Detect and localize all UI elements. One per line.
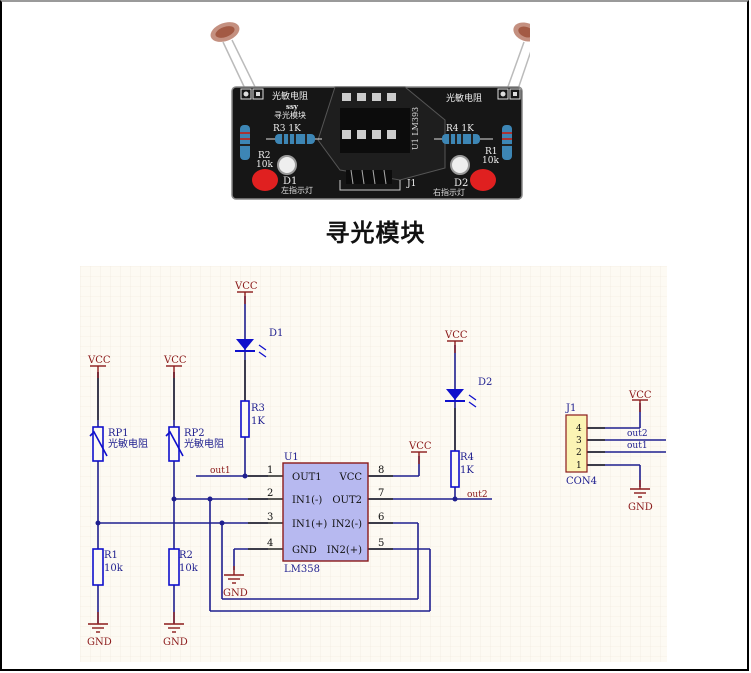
pin-name-vcc: VCC [338,472,362,483]
j1-net-out2: out2 [627,429,648,439]
pin-name-in1-neg: IN1(-) [292,495,322,506]
resistor-r1 [502,125,512,160]
led-d2-symbol [445,389,477,408]
pin-num-8: 8 [378,465,384,476]
u1-ref: U1 [284,452,299,463]
d1-ref: D1 [269,328,283,339]
rp2-ref: RP2 [184,428,205,439]
j1-pin-3: 3 [576,436,582,446]
r1-value: 10k [104,563,124,574]
pin-num-5: 5 [378,538,384,549]
pin-num-6: 6 [378,512,384,523]
module-photo: U1 LM393 光敏电阻 光敏电阻 ssy 寻光模块 R3 1K R4 1K … [210,22,530,200]
pin-name-in1-pos: IN1(+) [292,519,327,530]
ic-u1-body [282,462,369,562]
vcc-label-d2: VCC [444,330,468,341]
gnd-label-r2: GND [163,637,188,648]
ic-pin-stubs [97,360,605,550]
j1-net-out1: out1 [627,441,648,451]
rp2-value: 光敏电阻 [184,437,224,450]
r2-val: 10k [256,160,273,170]
pin-name-out2: OUT2 [332,495,362,506]
r4-ref: R4 [460,452,474,463]
connector-j1-body [565,414,588,473]
photoresistor-rp2 [165,426,184,462]
ldr-right [504,22,530,96]
vcc-label-d1: VCC [234,281,258,292]
gnd-label-r1: GND [87,637,112,648]
r2-ref: R2 [179,550,193,561]
led-d1-symbol [235,339,267,358]
ldr-left [210,22,260,96]
pin-num-1: 1 [267,465,273,476]
module-title: 寻光模块 [325,219,426,247]
j1-ref: J1 [565,403,576,414]
ldr-label-left: 光敏电阻 [272,90,308,102]
resistor-r2 [240,125,250,160]
r3-value: 1K [251,416,265,427]
r4-label: R4 1K [446,124,474,134]
r1-val: 10k [482,156,499,166]
j1-pin-2: 2 [576,448,582,458]
junctions [95,473,458,526]
gnd-label-j1: GND [628,502,653,513]
vcc-label-j1: VCC [628,390,652,401]
pin-num-2: 2 [267,488,273,499]
r1-ref: R1 [104,550,118,561]
gnd-symbols [88,480,650,633]
d1-label: D1 [283,176,297,187]
r3-label: R3 1K [273,124,301,134]
u1-part: LM358 [284,564,320,575]
header-j1 [339,169,401,191]
rp1-value: 光敏电阻 [108,437,148,450]
brand-label: ssy [286,102,299,111]
pin-name-gnd: GND [292,545,317,556]
resistor-r2 [168,548,180,586]
vcc-label-rp1: VCC [87,355,111,366]
j1-part: CON4 [566,476,597,487]
vcc-label-u1: VCC [408,441,432,452]
r2-ref: R2 [258,151,271,161]
resistor-r1 [92,548,104,586]
d2-ref: D2 [478,377,492,388]
r4-value: 1K [460,465,474,476]
j1-pin-1: 1 [576,461,582,471]
resistor-r4 [450,450,460,488]
net-label-out2: out2 [467,490,488,500]
net-label-out1: out1 [210,466,231,476]
resistor-r3 [240,400,250,438]
pin-num-4: 4 [267,538,273,549]
j1-pin-4: 4 [576,424,582,434]
schematic: VCC VCC VCC VCC VCC VCC GND GND GND GND … [80,266,667,662]
led-d2 [470,169,496,191]
ldr-label-right: 光敏电阻 [446,92,482,104]
resistor-r3 [266,134,322,144]
pin-num-3: 3 [267,512,273,523]
resistor-r4 [434,134,493,144]
photoresistor-rp1 [89,426,108,462]
pin-name-in2-pos: IN2(+) [327,545,362,556]
r3-ref: R3 [251,403,265,414]
j1-label: J1 [406,179,416,189]
pin-num-7: 7 [378,488,384,499]
d2-label: D2 [454,178,468,189]
rp1-ref: RP1 [108,428,129,439]
r1-ref: R1 [485,147,498,157]
pin-name-out1: OUT1 [292,472,322,483]
ic-socket [340,93,410,153]
d2-caption: 右指示灯 [433,187,465,197]
vcc-label-rp2: VCC [163,355,187,366]
ic-label: U1 LM393 [411,107,420,150]
gnd-label-u1: GND [223,588,248,599]
vcc-symbols [90,291,648,464]
led-d1 [252,169,278,191]
r2-value: 10k [179,563,199,574]
pin-name-in2-neg: IN2(-) [332,519,362,530]
d1-caption: 左指示灯 [281,185,313,195]
module-name-label: 寻光模块 [274,110,306,120]
